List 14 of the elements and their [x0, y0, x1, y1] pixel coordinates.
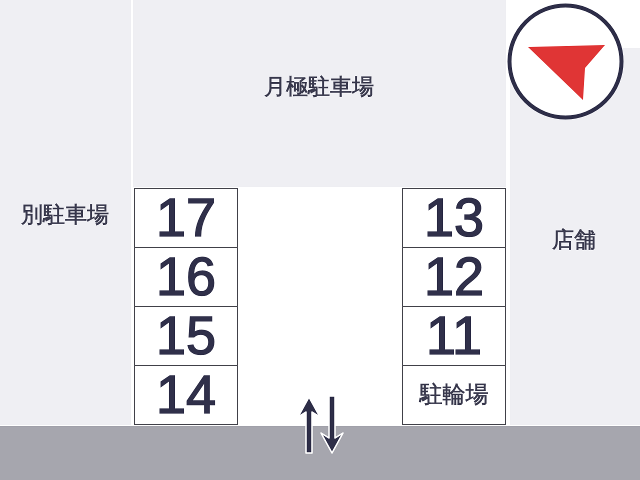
area-label: 別駐車場	[21, 203, 109, 229]
parking-space: 12	[402, 247, 506, 307]
area-label: 月極駐車場	[264, 75, 374, 101]
parking-space: 15	[134, 306, 238, 366]
area-label: 店舗	[552, 228, 596, 254]
area-block	[133, 0, 506, 187]
road-band	[0, 426, 640, 480]
parking-space: 16	[134, 247, 238, 307]
parking-space: 13	[402, 188, 506, 248]
parking-space: 14	[134, 365, 238, 425]
area-block	[0, 0, 131, 425]
parking-space: 駐輪場	[402, 365, 506, 425]
parking-space: 11	[402, 306, 506, 366]
parking-space: 17	[134, 188, 238, 248]
